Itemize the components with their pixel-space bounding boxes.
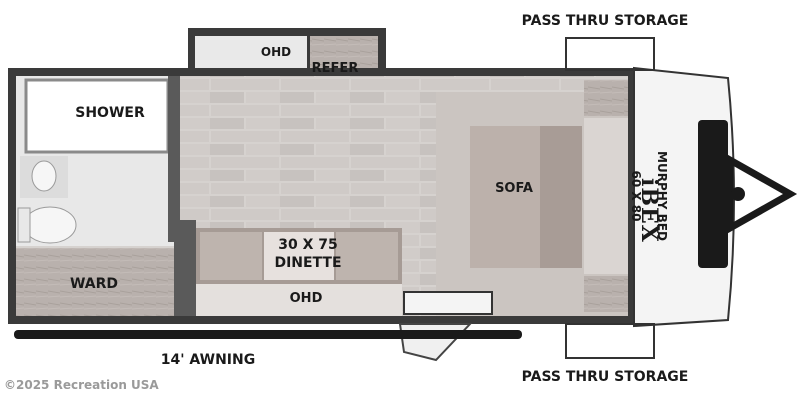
front-window [698, 120, 728, 268]
dinette-cushion-left [200, 232, 262, 280]
entry-steps [398, 323, 473, 362]
pass-thru-storage-top [565, 37, 655, 71]
sofa-label: SOFA [495, 181, 533, 196]
entry-door [403, 291, 493, 315]
galley-counter [196, 284, 402, 316]
front-cabinet-top [584, 80, 628, 116]
bath-divider [168, 76, 180, 242]
dinette-label: DINETTE [274, 255, 342, 271]
ibex-logo: iBEX [636, 178, 662, 243]
pass-thru-storage-bottom-label: PASS THRU STORAGE [521, 369, 689, 385]
ohd-top-label: OHD [260, 45, 292, 59]
toilet-tank [17, 207, 31, 243]
shower-label: SHOWER [75, 105, 145, 121]
murphy-bed [584, 118, 628, 274]
wardrobe [16, 248, 174, 316]
ward-label: WARD [69, 276, 119, 292]
tongue-jack [726, 153, 798, 235]
sofa-back [540, 126, 582, 268]
pass-thru-storage-bottom [565, 323, 655, 359]
dinette-cushion-right [336, 232, 398, 280]
ohd-bottom-label: OHD [289, 291, 323, 306]
awning-rail [14, 330, 522, 339]
watermark: ©2025 Recreation USA [4, 378, 159, 392]
sink [31, 160, 57, 192]
pass-thru-storage-top-label: PASS THRU STORAGE [521, 13, 689, 29]
refer-label: REFER [311, 61, 359, 76]
hitch [731, 187, 745, 201]
awning-label: 14' AWNING [160, 352, 256, 368]
toilet [23, 206, 77, 244]
dinette-table [264, 232, 334, 280]
wardrobe-divider [174, 220, 196, 316]
dinette-size-label: 30 X 75 [278, 237, 338, 253]
front-cabinet-bottom [584, 276, 628, 312]
